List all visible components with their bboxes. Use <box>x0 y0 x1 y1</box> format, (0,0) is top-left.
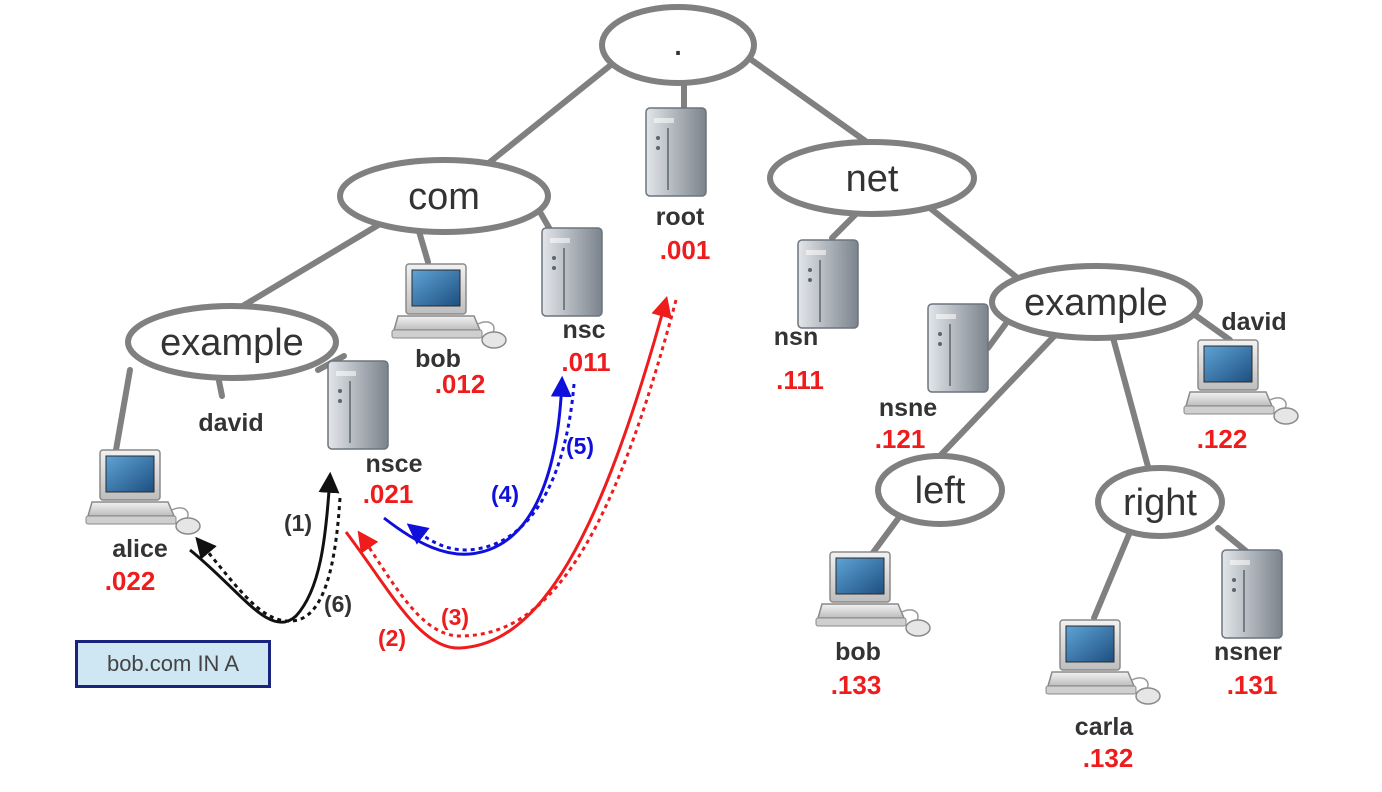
desktop-computer-icon <box>85 449 201 535</box>
host-carla: carla .132 <box>1045 619 1161 773</box>
host-david-com: david <box>198 409 263 437</box>
arrow-step-2 <box>344 295 672 650</box>
host-nsne: nsne .121 <box>875 303 989 454</box>
svg-text:nsne: nsne <box>879 394 937 422</box>
zone-net: net <box>767 139 977 217</box>
svg-text:david: david <box>198 409 263 437</box>
svg-text:example: example <box>1024 282 1168 324</box>
svg-text:nsce: nsce <box>366 450 423 478</box>
zone-com: com <box>337 157 551 235</box>
server-icon <box>797 239 859 329</box>
svg-text:.131: .131 <box>1227 670 1278 700</box>
svg-text:com: com <box>408 176 480 218</box>
server-icon <box>1221 549 1283 639</box>
step-label-4: (4) <box>491 481 519 507</box>
svg-text:.111: .111 <box>776 365 824 395</box>
svg-text:.011: .011 <box>561 347 610 377</box>
svg-text:right: right <box>1123 482 1197 524</box>
zone-example-com: example <box>125 303 339 381</box>
server-icon <box>645 107 707 197</box>
svg-text:.022: .022 <box>105 566 156 596</box>
svg-text:david: david <box>1221 308 1286 336</box>
zone-right: right <box>1095 465 1225 539</box>
host-david-net: david .122 <box>1183 308 1299 454</box>
query-box: bob.com IN A <box>75 640 271 688</box>
svg-text:carla: carla <box>1075 713 1134 741</box>
svg-text:nsn: nsn <box>774 323 818 351</box>
svg-text:nsner: nsner <box>1214 638 1282 666</box>
svg-text:left: left <box>915 470 966 512</box>
desktop-computer-icon <box>1045 619 1161 705</box>
host-alice: alice .022 <box>85 449 201 596</box>
host-nsce: nsce .021 <box>327 360 423 509</box>
server-icon <box>541 227 603 317</box>
svg-text:.: . <box>673 22 684 64</box>
step-label-3: (3) <box>441 604 469 630</box>
desktop-computer-icon <box>1183 339 1299 425</box>
query-text: bob.com IN A <box>106 651 240 676</box>
arrow-step-6 <box>195 497 342 623</box>
host-nsner: nsner .131 <box>1214 549 1283 700</box>
desktop-computer-icon <box>391 263 507 349</box>
svg-text:.001: .001 <box>660 235 711 265</box>
host-nsc: nsc .011 <box>541 227 611 377</box>
host-bob-com: bob .012 <box>391 263 507 399</box>
server-icon <box>327 360 389 450</box>
svg-text:bob: bob <box>835 638 881 666</box>
zone-left: left <box>875 453 1005 527</box>
step-label-6: (6) <box>324 591 352 617</box>
svg-text:.133: .133 <box>831 670 882 700</box>
arrow-step-1 <box>189 471 340 624</box>
svg-text:.122: .122 <box>1197 424 1248 454</box>
host-bob-left: bob .133 <box>815 551 931 700</box>
step-label-2: (2) <box>378 625 406 651</box>
svg-text:.121: .121 <box>875 424 926 454</box>
svg-text:.012: .012 <box>435 369 486 399</box>
svg-text:.132: .132 <box>1083 743 1134 773</box>
step-label-5: (5) <box>566 433 594 459</box>
server-icon <box>927 303 989 393</box>
step-label-1: (1) <box>284 510 312 536</box>
zone-root: . <box>599 4 757 86</box>
desktop-computer-icon <box>815 551 931 637</box>
svg-text:net: net <box>846 158 899 200</box>
host-nsn: nsn .111 <box>774 239 859 395</box>
svg-text:nsc: nsc <box>562 316 605 344</box>
zone-example-net: example <box>989 263 1203 341</box>
svg-text:alice: alice <box>112 535 168 563</box>
host-root: root .001 <box>645 107 711 265</box>
svg-text:example: example <box>160 322 304 364</box>
arrow-step-3 <box>357 299 678 638</box>
svg-text:bob: bob <box>415 345 461 373</box>
svg-text:.021: .021 <box>363 479 414 509</box>
svg-text:root: root <box>656 203 705 231</box>
arrow-step-5 <box>406 383 576 552</box>
query-arrows <box>189 295 678 650</box>
